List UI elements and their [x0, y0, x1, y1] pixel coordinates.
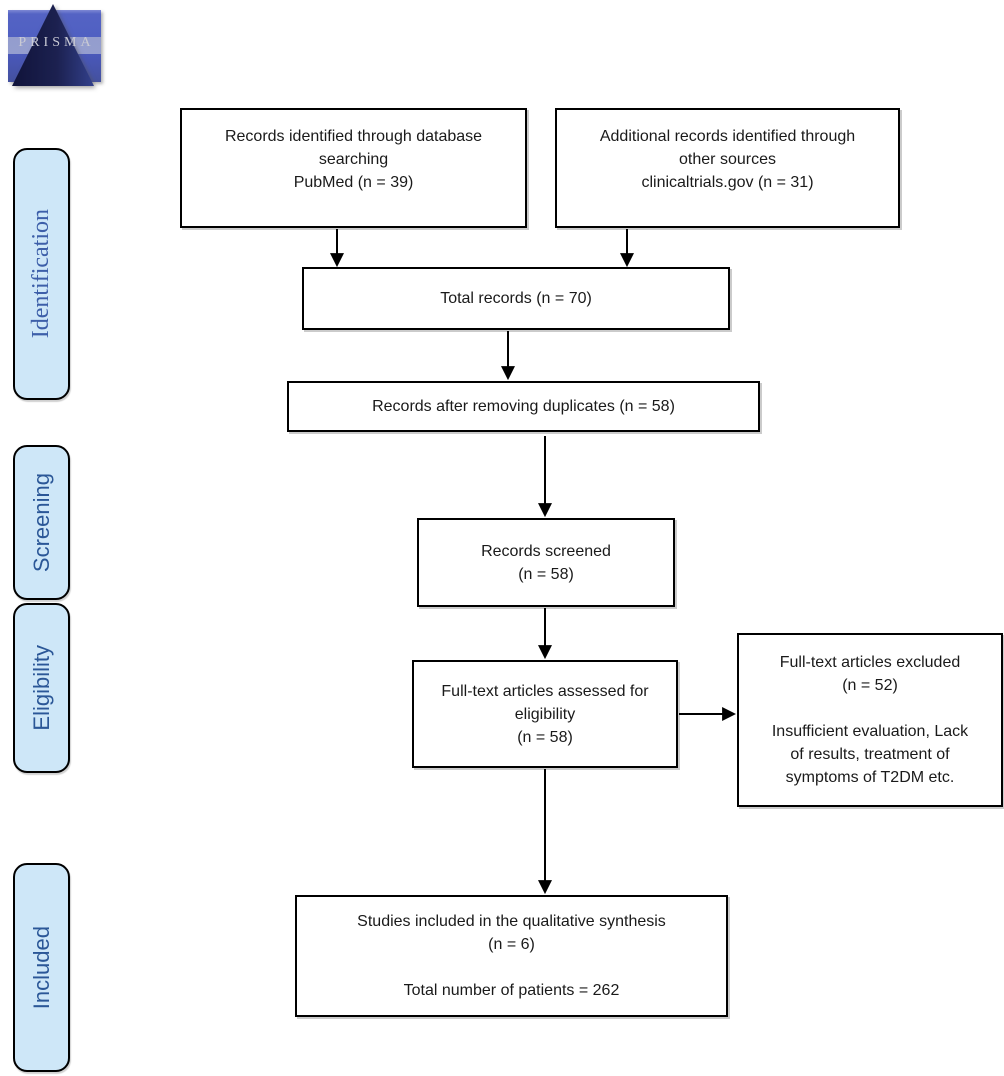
- box-records-after-duplicates-removed: Records after removing duplicates (n = 5…: [287, 381, 760, 432]
- box-text-line: eligibility: [514, 705, 576, 723]
- stage-identification-label: Identification: [28, 209, 54, 339]
- box-text-line: Records screened: [481, 542, 611, 560]
- box-text-line: other sources: [679, 151, 776, 168]
- box-text-line: (n = 58): [517, 728, 573, 746]
- box-text-line: symptoms of T2DM etc.: [785, 769, 955, 786]
- box-records-identified-database: Records identified through database sear…: [180, 108, 527, 228]
- box-text-line: [297, 956, 726, 979]
- stage-eligibility: Eligibility: [13, 603, 70, 773]
- box-text-line: Studies included in the qualitative synt…: [357, 913, 666, 930]
- box-fulltext-excluded: Full-text articles excluded (n = 52) Ins…: [737, 633, 1003, 807]
- prisma-logo: PRISMA: [8, 4, 108, 97]
- box-text-line: (n = 58): [518, 565, 574, 583]
- box-text-line: Additional records identified through: [599, 128, 856, 145]
- box-studies-included: Studies included in the qualitative synt…: [295, 895, 728, 1017]
- box-records-screened: Records screened (n = 58): [417, 518, 675, 607]
- box-text-line: Total records (n = 70): [440, 290, 592, 307]
- box-text-line: Records after removing duplicates (n = 5…: [372, 398, 675, 415]
- box-text-line: [739, 697, 1001, 720]
- box-text-line: Full-text articles excluded: [779, 654, 961, 671]
- box-fulltext-assessed-eligibility: Full-text articles assessed for eligibil…: [412, 660, 678, 768]
- box-text-line: clinicaltrials.gov (n = 31): [641, 174, 814, 191]
- prisma-prism-triangle-icon: [12, 4, 94, 86]
- box-text-line: Total number of patients = 262: [403, 982, 620, 999]
- prisma-logo-text: PRISMA: [18, 35, 95, 50]
- box-text-line: PubMed (n = 39): [293, 174, 414, 191]
- stage-identification: Identification: [13, 148, 70, 400]
- stage-eligibility-label: Eligibility: [28, 645, 54, 731]
- box-text-line: searching: [318, 151, 389, 168]
- box-total-records: Total records (n = 70): [302, 267, 730, 330]
- box-text-line: (n = 52): [842, 677, 898, 694]
- box-text-line: of results, treatment of: [790, 746, 950, 763]
- stage-included-label: Included: [28, 925, 54, 1010]
- stage-screening: Screening: [13, 445, 70, 600]
- box-text-line: Full-text articles assessed for: [441, 682, 649, 700]
- box-text-line: Records identified through database: [224, 128, 483, 145]
- box-text-line: (n = 6): [488, 936, 535, 953]
- stage-included: Included: [13, 863, 70, 1072]
- box-additional-records-other-sources: Additional records identified through ot…: [555, 108, 900, 228]
- box-text-line: Insufficient evaluation, Lack: [771, 723, 969, 740]
- stage-screening-label: Screening: [28, 472, 54, 573]
